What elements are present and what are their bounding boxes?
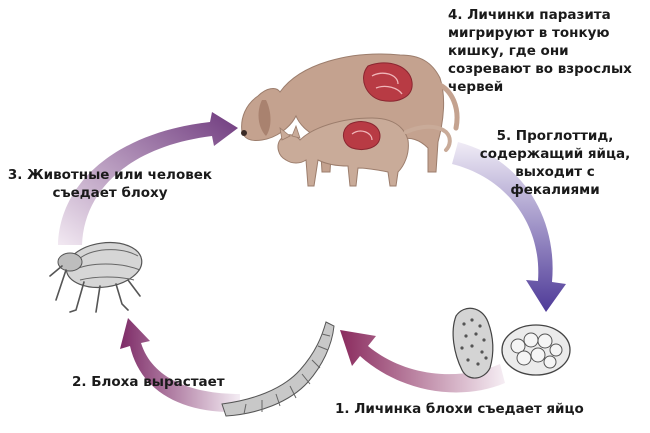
proglottid-illustration [452, 307, 494, 379]
flea-illustration [49, 241, 143, 313]
step-4-label: 4. Личинки паразита мигрируют в тонкую к… [448, 7, 632, 95]
arrow-larva-to-flea [120, 318, 240, 413]
step-2-label: 2. Блоха вырастает [72, 374, 225, 390]
arrow-host-to-feces [452, 142, 566, 312]
cat-illustration [277, 117, 452, 187]
step-1-label: 1. Личинка блохи съедает яйцо [335, 401, 584, 417]
arrow-flea-to-host [58, 112, 238, 245]
step-5-label: 5. Проглоттид, содержащий яйца, выходит … [479, 128, 631, 198]
step-3-label: 3. Животные или человек съедает блоху [7, 167, 213, 201]
egg-capsule-illustration [501, 324, 571, 376]
larva-illustration [221, 321, 335, 417]
arrow-egg-to-larva [340, 330, 505, 393]
